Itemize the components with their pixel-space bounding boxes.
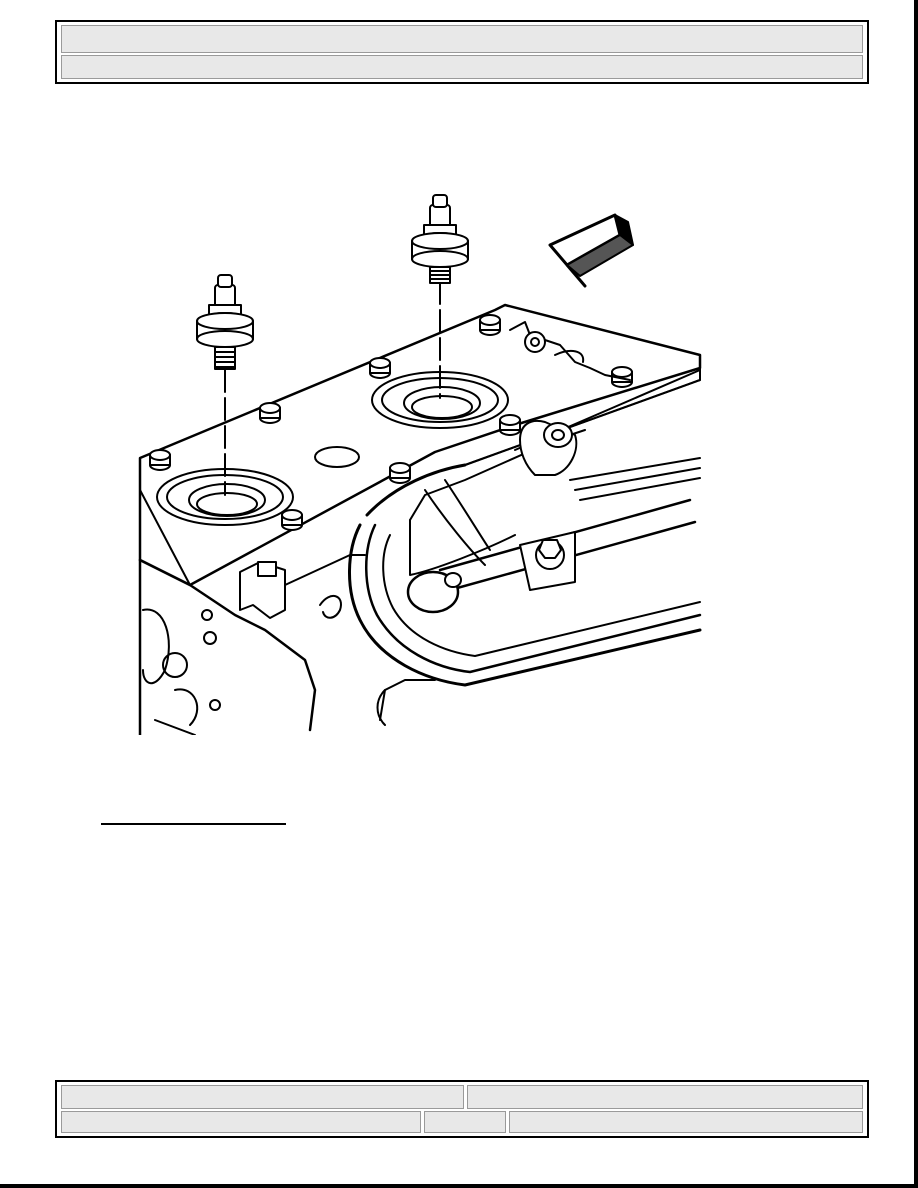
engine-block-side — [138, 558, 317, 735]
head-bolts — [149, 314, 633, 531]
header-subtitle-cell — [61, 55, 863, 79]
orientation-arrow-icon — [548, 213, 634, 288]
reference-link[interactable] — [101, 823, 286, 825]
footer-top-left-cell — [61, 1085, 464, 1109]
install-centerlines — [224, 281, 441, 496]
knock-sensor-icon — [196, 274, 254, 370]
valve-cover-rail — [519, 420, 701, 501]
lower-bracket — [376, 679, 436, 726]
footer-bottom-left-cell — [61, 1111, 421, 1133]
header-box — [55, 20, 869, 84]
deck-port — [314, 446, 360, 468]
side-bracket — [239, 554, 366, 619]
footer-bottom-middle-cell — [424, 1111, 506, 1133]
footer-box — [55, 1080, 869, 1138]
rear-corner-casting — [509, 321, 631, 381]
footer-top-right-cell — [467, 1085, 863, 1109]
header-title-cell — [61, 25, 863, 53]
knock-sensor-engine-figure — [138, 194, 702, 735]
footer-bottom-right-cell — [509, 1111, 863, 1133]
knock-sensor-icon — [411, 194, 469, 284]
sensor-bore-left — [156, 468, 294, 526]
pcv-tube — [406, 498, 697, 614]
